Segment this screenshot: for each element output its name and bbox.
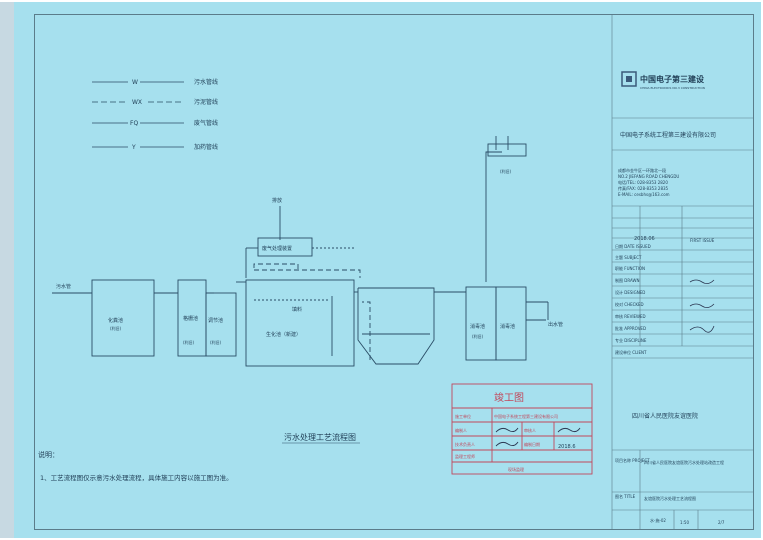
legend-code-wx: WX [132, 99, 142, 106]
process-lines [52, 136, 549, 367]
drawing-scale: 1:50 [680, 520, 689, 525]
drawing-title: 友谊医院污水处理工艺流程图 [644, 495, 696, 501]
disinfection-note: (利旧) [472, 333, 484, 339]
address-line-4: 传真/FAX: 028-8353 2835 [618, 185, 669, 191]
legend-code-w: W [132, 79, 138, 86]
stamp-supervisor-label: 监理工程师 [455, 453, 475, 459]
stamp-tech-label: 技术负责人 [455, 441, 475, 447]
disinfection-2-label: 消毒池 [500, 323, 515, 330]
stamp-footer: 现场监理 [508, 466, 524, 472]
septic-note: (利旧) [110, 325, 122, 331]
legend [92, 81, 184, 148]
legend-label-y: 加药管线 [194, 143, 218, 151]
drawing-sheet [14, 2, 761, 538]
address-line-1: 成都市金牛区一环路北一段 [618, 167, 666, 173]
stamp-signature-date: 2018.6 [558, 444, 576, 450]
tb-row-drawn: 制图 DRAWN [615, 277, 639, 283]
drawing-number: 水-施-02 [650, 517, 666, 523]
tb-row-client: 建设单位 CLIENT [615, 349, 647, 355]
legend-label-w: 污水管线 [194, 78, 218, 86]
tb-row-function: 职能 FUNCTION [615, 265, 645, 271]
client-name: 四川省人民医院友谊医院 [632, 412, 698, 420]
legend-code-fq: FQ [130, 120, 138, 127]
drawing-frame [34, 14, 754, 530]
sheet-number: 2/7 [718, 520, 725, 525]
diagram-caption: 污水处理工艺流程图 [284, 432, 356, 442]
tb-row-designed: 设计 DESIGNED [615, 289, 645, 295]
bio-label: 生化池（新建） [266, 331, 301, 338]
gas-device-label: 废气处理装置 [262, 245, 292, 252]
grid-label: 格栅池 [183, 315, 198, 322]
tb-row-checked: 校对 CHECKED [615, 301, 644, 307]
address-line-5: E-MAIL: cesbhs@163.com [618, 192, 670, 197]
company-name: 中国电子系统工程第三建设有限公司 [620, 131, 716, 139]
stamp-title: 竣工图 [494, 391, 524, 404]
company-logo [621, 71, 637, 87]
legend-label-fq: 废气管线 [194, 119, 218, 127]
stamp-contractor-label: 施工单位 [455, 413, 471, 419]
tb-row-date: 日期 DATE ISSUED [615, 243, 651, 249]
stamp-preparer-label: 编制人 [455, 427, 467, 433]
signature-marks [689, 279, 715, 333]
inlet-label: 污水管 [56, 283, 71, 290]
outlet-label: 出水管 [548, 321, 563, 328]
issue-label: FIRST ISSUE [690, 238, 715, 243]
notes-title: 说明： [38, 451, 59, 459]
disinfection-1-label: 消毒池 [470, 323, 485, 330]
project-name: 四川省人民医院友谊医院污水处理站改造工程 [644, 459, 724, 465]
tb-row-subject: 主题 SUBJECT [615, 254, 642, 260]
title-block-grid [611, 14, 754, 530]
legend-label-wx: 污泥管线 [194, 98, 218, 106]
tb-row-approved: 批准 APPROVED [615, 325, 646, 331]
stamp-date-label: 编制日期 [524, 441, 540, 447]
dosing-note: (利旧) [500, 168, 512, 174]
exhaust-label: 排放 [272, 197, 282, 204]
address-line-3: 电话/TEL: 028-8353 2820 [618, 179, 668, 185]
tb-row-discipline: 专业 DISCIPLINE [615, 337, 647, 343]
completion-stamp [451, 383, 593, 475]
septic-label: 化粪池 [108, 317, 123, 324]
drawing-title-label: 图名 TITLE [615, 493, 636, 499]
sheet-edge [0, 2, 14, 538]
address-line-2: NO.2 JIEFANG ROAD CHENGDU [618, 174, 679, 179]
stamp-signatures [495, 427, 581, 447]
issue-date: 2018.06 [634, 236, 655, 242]
grid-note: (利旧) [183, 339, 195, 345]
regulating-note: (利旧) [210, 339, 222, 345]
stamp-reviewer-label: 审核人 [524, 427, 536, 433]
tb-row-reviewed: 审核 REVIEWED [615, 313, 646, 319]
regulating-label: 调节池 [208, 317, 223, 324]
project-label: 项目名称 PROJECT [615, 457, 650, 463]
logo-text: 中国电子第三建设 [640, 74, 704, 84]
filler-label: 填料 [292, 306, 302, 313]
legend-code-y: Y [131, 144, 136, 151]
notes-item-1: 1、工艺流程图仅示意污水处理流程，具体施工内容以施工图为准。 [40, 474, 233, 482]
logo-subtext: CHINA ELECTRONICS NO.3 CONSTRUCTION [640, 86, 705, 90]
stamp-contractor: 中国电子系统工程第三建设有限公司 [494, 413, 558, 419]
